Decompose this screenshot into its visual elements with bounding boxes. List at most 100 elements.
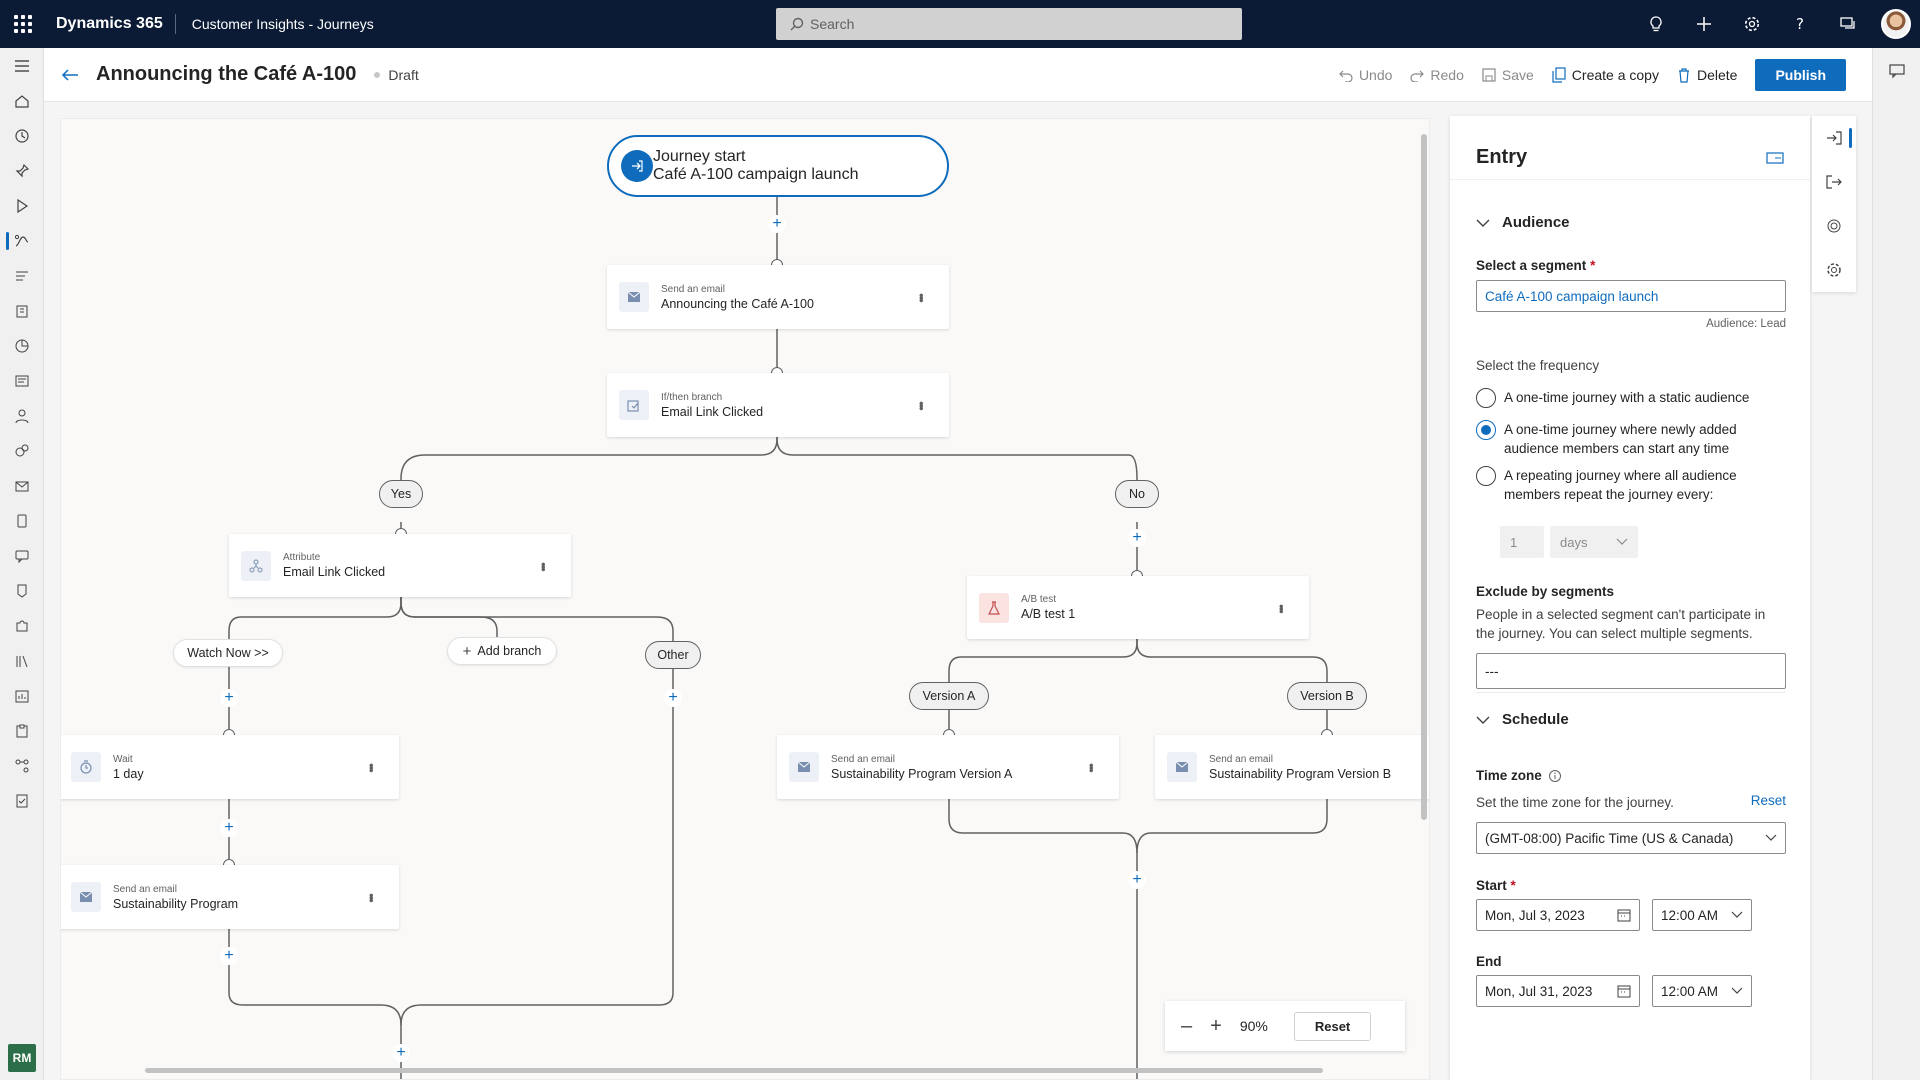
more-options-icon[interactable]: •••: [1274, 603, 1289, 612]
pin-icon[interactable]: [0, 153, 44, 188]
add-step-button[interactable]: +: [220, 689, 238, 707]
repeat-count-input[interactable]: 1: [1500, 526, 1544, 558]
journey-start-node[interactable]: Journey start Café A-100 campaign launch: [607, 135, 949, 197]
lightbulb-icon[interactable]: [1632, 0, 1680, 48]
frequency-option-repeating[interactable]: A repeating journey where all audience m…: [1476, 466, 1786, 504]
user-initials-badge[interactable]: RM: [8, 1044, 36, 1072]
send-email-node-version-b[interactable]: Send an email Sustainability Program Ver…: [1155, 735, 1429, 799]
ab-test-node[interactable]: A/B test A/B test 1 •••: [967, 576, 1309, 639]
feedback-icon[interactable]: [1873, 48, 1920, 94]
back-arrow-icon[interactable]: [44, 48, 96, 102]
add-step-button[interactable]: +: [220, 947, 238, 965]
save-button[interactable]: Save: [1482, 67, 1534, 83]
journey-canvas[interactable]: Journey start Café A-100 campaign launch…: [60, 118, 1430, 1080]
home-icon[interactable]: [0, 83, 44, 118]
zoom-in-button[interactable]: +: [1210, 1014, 1222, 1037]
branch-label-no[interactable]: No: [1115, 480, 1159, 508]
plus-icon[interactable]: [1680, 0, 1728, 48]
clipboard-icon[interactable]: [0, 713, 44, 748]
more-options-icon[interactable]: •••: [1084, 763, 1099, 771]
end-time-dropdown[interactable]: 12:00 AM: [1652, 975, 1752, 1007]
app-title[interactable]: Customer Insights - Journeys: [191, 16, 374, 32]
recent-icon[interactable]: [0, 118, 44, 153]
journeys-icon[interactable]: [0, 223, 44, 258]
publish-button[interactable]: Publish: [1755, 59, 1846, 91]
info-icon[interactable]: [1548, 769, 1562, 783]
settings-icon[interactable]: [1728, 0, 1776, 48]
audience-section-header[interactable]: Audience: [1476, 214, 1786, 231]
branch-label-version-a[interactable]: Version A: [909, 682, 989, 710]
add-step-button[interactable]: +: [768, 215, 786, 233]
more-options-icon[interactable]: •••: [364, 893, 379, 901]
end-date-input[interactable]: Mon, Jul 31, 2023: [1476, 975, 1640, 1007]
branch-label-watch-now[interactable]: Watch Now >>: [173, 639, 283, 667]
play-icon[interactable]: [0, 188, 44, 223]
user-avatar[interactable]: [1872, 0, 1920, 48]
frequency-option-static[interactable]: A one-time journey with a static audienc…: [1476, 388, 1786, 408]
add-step-button[interactable]: +: [1128, 529, 1146, 547]
segments-icon[interactable]: [0, 433, 44, 468]
mobile-icon[interactable]: [0, 503, 44, 538]
list-icon[interactable]: [0, 363, 44, 398]
timezone-reset-link[interactable]: Reset: [1750, 793, 1786, 808]
wait-node[interactable]: Wait 1 day •••: [61, 735, 399, 799]
chat-icon[interactable]: [1824, 0, 1872, 48]
radio-button[interactable]: [1476, 388, 1496, 408]
branch-label-other[interactable]: Other: [645, 641, 701, 669]
email-icon[interactable]: [0, 468, 44, 503]
undo-button[interactable]: Undo: [1339, 67, 1392, 83]
settings-tab-icon[interactable]: [1812, 248, 1856, 292]
brand-name[interactable]: Dynamics 365: [46, 14, 176, 34]
frequency-option-dynamic[interactable]: A one-time journey where newly added aud…: [1476, 420, 1786, 458]
redo-button[interactable]: Redo: [1410, 67, 1464, 83]
radio-button-selected[interactable]: [1476, 420, 1496, 440]
help-icon[interactable]: ?: [1776, 0, 1824, 48]
send-email-node-sustainability[interactable]: Send an email Sustainability Program •••: [61, 865, 399, 929]
add-step-button[interactable]: +: [220, 819, 238, 837]
more-options-icon[interactable]: •••: [914, 401, 929, 409]
radio-button[interactable]: [1476, 466, 1496, 486]
if-then-branch-node[interactable]: If/then branch Email Link Clicked •••: [607, 373, 949, 437]
start-date-input[interactable]: Mon, Jul 3, 2023: [1476, 899, 1640, 931]
segment-input[interactable]: Café A-100 campaign launch: [1476, 280, 1786, 312]
repeat-unit-dropdown[interactable]: days: [1550, 526, 1638, 558]
badge-icon[interactable]: [0, 573, 44, 608]
attribute-node[interactable]: Attribute Email Link Clicked •••: [229, 534, 571, 597]
add-step-button[interactable]: +: [392, 1044, 410, 1062]
search-input[interactable]: Search: [776, 8, 1242, 40]
nodes-icon[interactable]: [0, 748, 44, 783]
timezone-dropdown[interactable]: (GMT-08:00) Pacific Time (US & Canada): [1476, 822, 1786, 854]
calendar-icon[interactable]: [1617, 984, 1631, 998]
create-copy-button[interactable]: Create a copy: [1552, 67, 1659, 83]
menu-icon[interactable]: [0, 48, 44, 83]
person-icon[interactable]: [0, 398, 44, 433]
zoom-reset-button[interactable]: Reset: [1293, 1011, 1372, 1041]
add-branch-button[interactable]: +Add branch: [447, 637, 557, 665]
send-email-node[interactable]: Send an email Announcing the Café A-100 …: [607, 265, 949, 329]
task-icon[interactable]: [0, 783, 44, 818]
library-icon[interactable]: [0, 643, 44, 678]
more-options-icon[interactable]: •••: [364, 763, 379, 771]
forms-icon[interactable]: [0, 258, 44, 293]
exit-tab-icon[interactable]: [1812, 160, 1856, 204]
branch-label-yes[interactable]: Yes: [379, 480, 423, 508]
zoom-out-button[interactable]: –: [1181, 1014, 1193, 1037]
collapse-panel-icon[interactable]: [1766, 151, 1784, 165]
analytics-icon[interactable]: [0, 678, 44, 713]
goal-tab-icon[interactable]: [1812, 204, 1856, 248]
delete-button[interactable]: Delete: [1677, 67, 1737, 83]
add-step-button[interactable]: +: [664, 689, 682, 707]
schedule-section-header[interactable]: Schedule: [1476, 711, 1786, 728]
pie-icon[interactable]: [0, 328, 44, 363]
chat-bubble-icon[interactable]: [0, 538, 44, 573]
more-options-icon[interactable]: •••: [536, 561, 551, 570]
branch-label-version-b[interactable]: Version B: [1287, 682, 1367, 710]
app-launcher-icon[interactable]: [0, 0, 46, 48]
canvas-vertical-scrollbar[interactable]: [1421, 134, 1427, 820]
start-time-dropdown[interactable]: 12:00 AM: [1652, 899, 1752, 931]
send-email-node-version-a[interactable]: Send an email Sustainability Program Ver…: [777, 735, 1119, 799]
canvas-horizontal-scrollbar[interactable]: [145, 1068, 1323, 1073]
exclude-segments-input[interactable]: ---: [1476, 653, 1786, 689]
add-step-button[interactable]: +: [1128, 871, 1146, 889]
building-icon[interactable]: [0, 293, 44, 328]
